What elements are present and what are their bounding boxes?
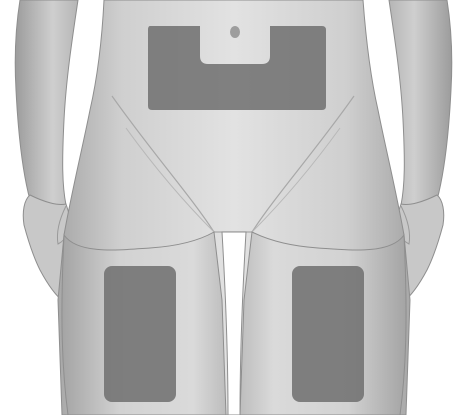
injection-zone-left-thigh <box>292 266 364 402</box>
right-arm <box>389 0 452 215</box>
navel <box>230 26 240 38</box>
injection-zone-right-thigh <box>104 266 176 402</box>
left-arm <box>15 0 78 215</box>
